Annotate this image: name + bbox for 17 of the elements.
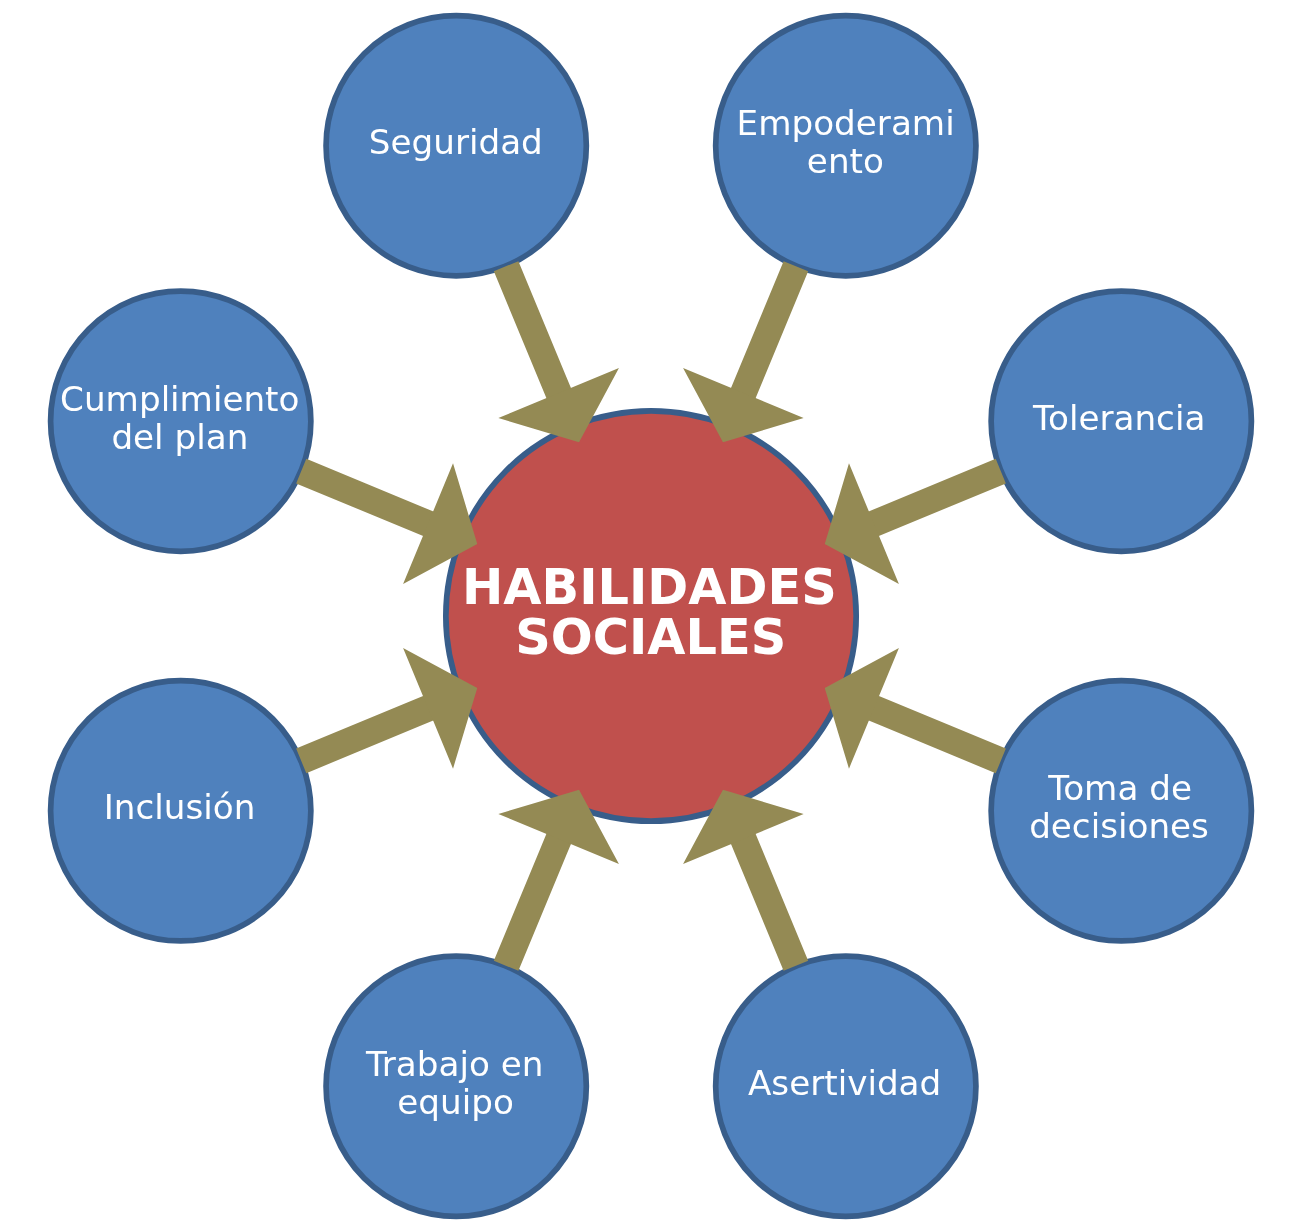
arrow [296,648,478,774]
node-circle: Cumplimiento del plan [47,288,314,555]
node-circle: Empoderami ento [712,12,979,279]
arrow [493,789,619,971]
node-circle: Tolerancia [988,288,1255,555]
arrow [824,648,1006,774]
arrow [296,458,478,584]
node-circle: Trabajo en equipo [323,953,590,1220]
node-circle: Seguridad [323,12,590,279]
arrow [683,261,809,443]
arrow [683,789,809,971]
node-circle: Toma de decisiones [988,677,1255,944]
node-circle: Asertividad [712,953,979,1220]
arrow [824,458,1006,584]
node-circle: Inclusión [47,677,314,944]
node-circle: HABILIDADES SOCIALES [443,407,859,824]
arrow [493,261,619,443]
